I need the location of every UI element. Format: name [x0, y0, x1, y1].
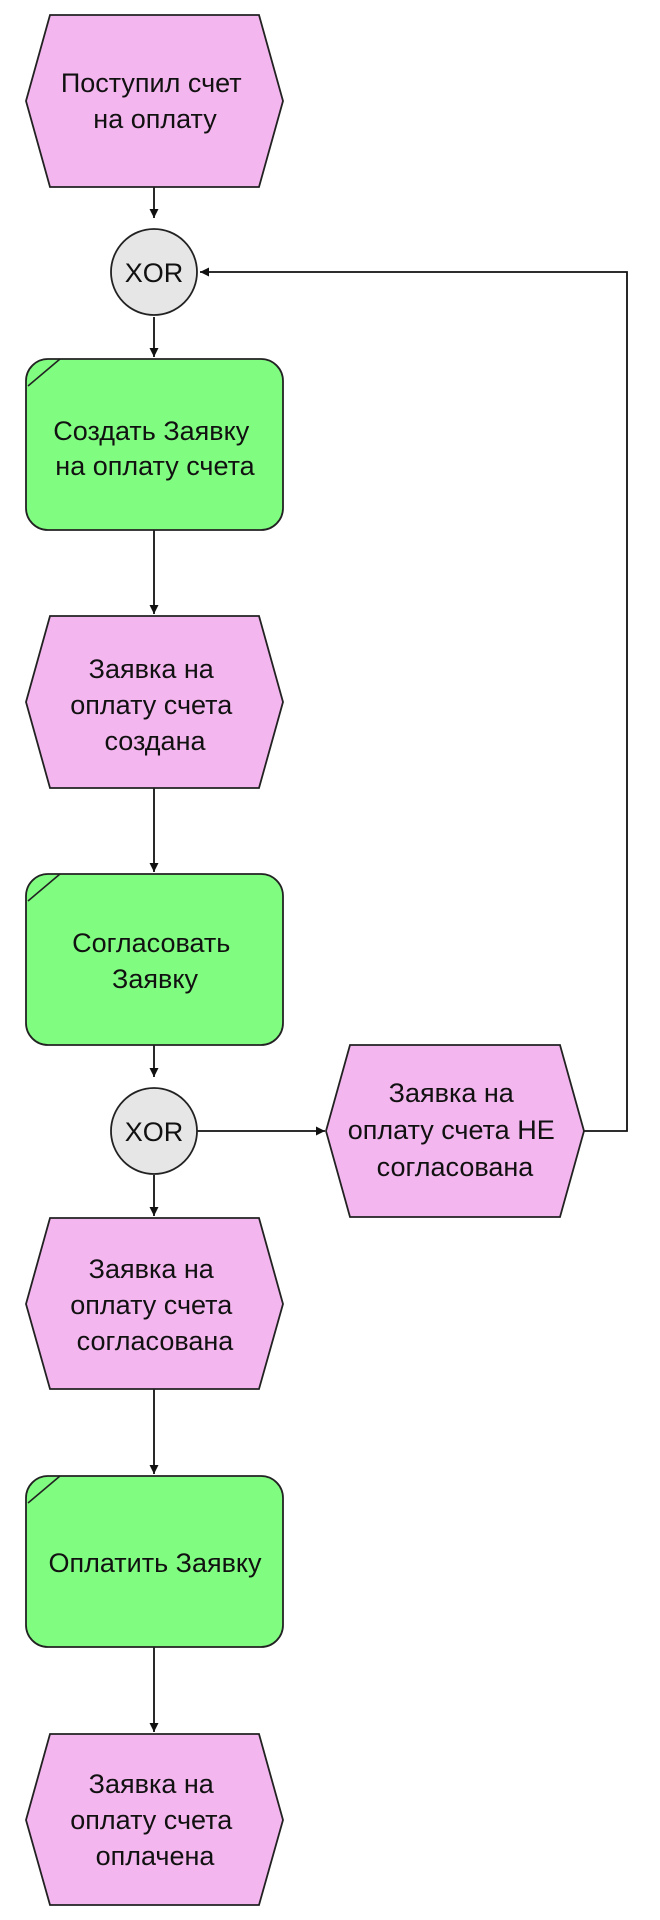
event-label: Заявка на оплату счета оплачена — [70, 1769, 239, 1871]
xor-circle — [110, 228, 198, 316]
function-label: Согласовать Заявку — [72, 928, 238, 994]
event-shape — [25, 14, 284, 188]
function-shape — [25, 1475, 284, 1648]
event-label: Заявка на оплату счета согласована — [70, 1254, 239, 1356]
xor-label: XOR — [125, 1117, 184, 1147]
xor-circle — [110, 1087, 198, 1175]
event-invoice-received: Поступил счет на оплату — [25, 14, 284, 188]
xor-merge-connector: XOR — [110, 228, 198, 316]
event-request-approved: Заявка на оплату счета согласована — [25, 1217, 284, 1390]
event-request-rejected: Заявка на оплату счета НЕ согласована — [325, 1044, 585, 1218]
event-label: Поступил счет на оплату — [61, 68, 249, 134]
xor-split-connector: XOR — [110, 1087, 198, 1175]
function-corner-mark — [27, 1475, 61, 1504]
event-shape — [325, 1044, 585, 1218]
event-shape — [25, 615, 284, 789]
event-label: Заявка на оплату счета НЕ согласована — [348, 1078, 562, 1182]
edges — [149, 187, 628, 1732]
function-pay-request: Оплатить Заявку — [25, 1475, 284, 1648]
event-label: Заявка на оплату счета создана — [70, 654, 239, 756]
function-create-request: Создать Заявку на оплату счета — [25, 358, 284, 531]
function-label: Оплатить Заявку — [48, 1548, 262, 1578]
event-shape — [25, 1217, 284, 1390]
function-corner-mark — [27, 873, 61, 902]
function-corner-mark — [27, 358, 61, 387]
function-shape — [25, 358, 284, 531]
xor-label: XOR — [125, 258, 184, 288]
event-request-created: Заявка на оплату счета создана — [25, 615, 284, 789]
edge-rejected-loop-to-xor-merge — [200, 267, 628, 1132]
event-shape — [25, 1733, 284, 1906]
event-request-paid: Заявка на оплату счета оплачена — [25, 1733, 284, 1906]
function-label: Создать Заявку на оплату счета — [53, 416, 257, 481]
function-approve-request: Согласовать Заявку — [25, 873, 284, 1046]
function-shape — [25, 873, 284, 1046]
